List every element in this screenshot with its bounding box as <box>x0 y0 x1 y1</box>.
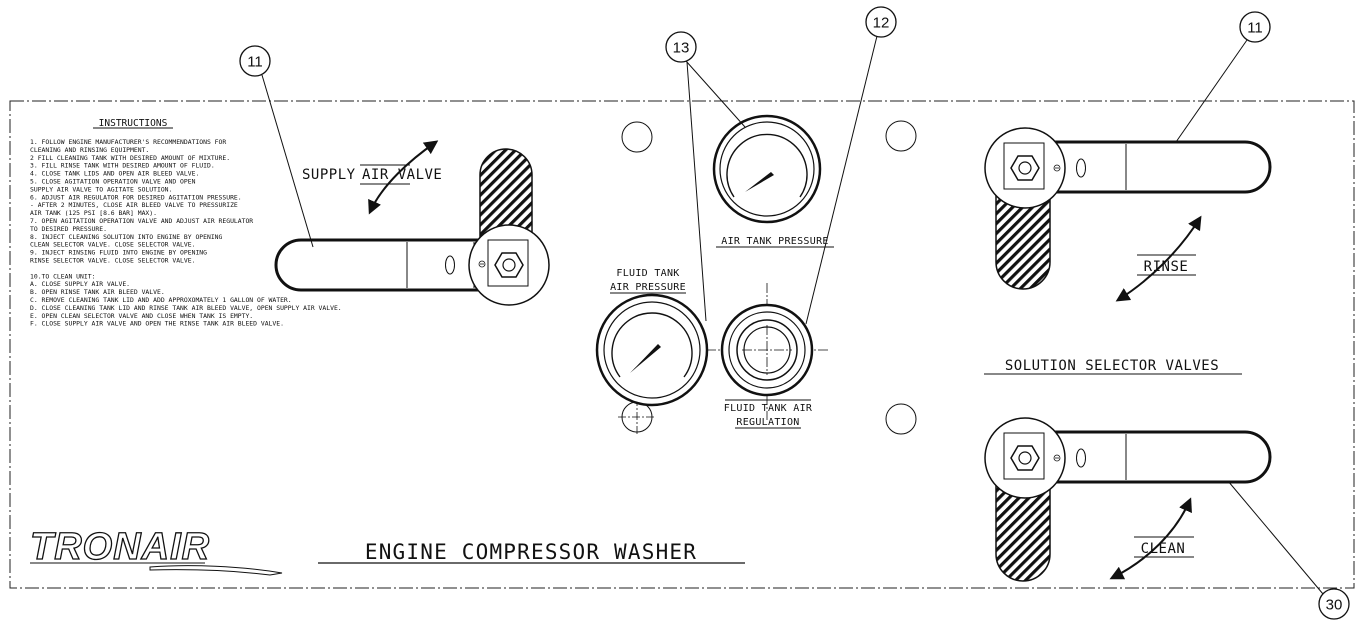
rinse-label: RINSE <box>1144 259 1189 275</box>
supply-handle-slot <box>445 255 455 275</box>
mounting-hole <box>885 403 917 435</box>
regulator-label-line1: FLUID TANK AIR <box>724 403 813 414</box>
callout-number: 12 <box>873 15 890 32</box>
fluid-tank-label-line1: FLUID TANK <box>616 268 679 279</box>
tronair-logo: TRONAIR <box>29 525 283 576</box>
instruction-line: AIR TANK (125 PSI [8.6 BAR] MAX). <box>30 209 157 217</box>
instruction-line: 1. FOLLOW ENGINE MANUFACTURER'S RECOMMEN… <box>30 138 226 146</box>
fluid-tank-air-regulator: FLUID TANK AIR REGULATION <box>706 283 830 429</box>
instruction-line: 6. ADJUST AIR REGULATOR FOR DESIRED AGIT… <box>30 193 242 201</box>
instruction-line: E. OPEN CLEAN SELECTOR VALVE AND CLOSE W… <box>30 312 253 320</box>
callout-number: 11 <box>247 54 263 71</box>
rinse-selector-valve-assembly: RINSE <box>984 127 1272 302</box>
mounting-hole <box>621 121 653 153</box>
instruction-line: F. CLOSE SUPPLY AIR VALVE AND OPEN THE R… <box>30 320 284 328</box>
clean-label: CLEAN <box>1141 541 1186 557</box>
panel-outline <box>9 100 1355 589</box>
instruction-line: 10.TO CLEAN UNIT: <box>30 272 95 280</box>
instruction-line: 7. OPEN AGITATION OPERATION VALVE AND AD… <box>30 217 253 225</box>
instruction-line: SUPPLY AIR VALVE TO AGITATE SOLUTION. <box>30 185 172 193</box>
instruction-line: D. CLOSE CLEANING TANK LID AND RINSE TAN… <box>30 304 342 312</box>
panel-title: ENGINE COMPRESSOR WASHER <box>365 540 697 564</box>
clean-handle-slot <box>1076 448 1086 468</box>
instruction-line: 9. INJECT RINSING FLUID INTO ENGINE BY O… <box>30 249 207 257</box>
instruction-line: 8. INJECT CLEANING SOLUTION INTO ENGINE … <box>30 233 223 241</box>
instruction-line: 4. CLOSE TANK LIDS AND OPEN AIR BLEED VA… <box>30 170 199 178</box>
instruction-line: CLEANING AND RINSING EQUIPMENT. <box>30 146 149 154</box>
solution-selector-valves-label: SOLUTION SELECTOR VALVES <box>1005 358 1219 374</box>
rinse-rotation-arrow <box>1115 215 1202 302</box>
air-tank-pressure-gauge: AIR TANK PRESSURE <box>712 114 834 248</box>
regulator-label-line2: REGULATION <box>736 417 799 428</box>
callout-number: 30 <box>1326 597 1343 614</box>
tronair-logo-text: TRONAIR <box>30 526 210 568</box>
callout-clean-handle: 30 <box>1227 480 1350 620</box>
instructions-heading: INSTRUCTIONS <box>99 118 168 129</box>
instruction-line: B. OPEN RINSE TANK AIR BLEED VALVE. <box>30 288 165 296</box>
air-tank-pressure-label: AIR TANK PRESSURE <box>721 236 828 247</box>
callout-regulator: 12 <box>805 6 897 325</box>
callout-number: 13 <box>673 40 690 57</box>
instruction-line: C. REMOVE CLEANING TANK LID AND ADD APPR… <box>30 296 292 304</box>
instruction-line: 5. CLOSE AGITATION OPERATION VALVE AND O… <box>30 178 196 186</box>
supply-label-prefix: SUPPLY <box>302 167 356 183</box>
instructions-block: INSTRUCTIONS 1. FOLLOW ENGINE MANUFACTUR… <box>30 118 342 328</box>
instruction-line: - AFTER 2 MINUTES, CLOSE AIR BLEED VALVE… <box>30 201 238 209</box>
clean-hatched-stop <box>995 469 1051 582</box>
instruction-line: 3. FILL RINSE TANK WITH DESIRED AMOUNT O… <box>30 162 215 170</box>
callout-supply-handle: 11 <box>239 45 314 248</box>
clean-selector-valve-assembly: CLEAN <box>984 417 1272 582</box>
fluid-tank-label-line2: AIR PRESSURE <box>610 282 686 293</box>
callout-number: 11 <box>1247 20 1263 37</box>
supply-rotation-arrow <box>368 140 439 215</box>
clean-rotation-arrow <box>1109 497 1192 580</box>
mounting-hole <box>885 120 917 152</box>
callout-rinse-handle: 11 <box>1175 11 1271 143</box>
callout-gauges: 13 <box>665 31 746 322</box>
instruction-line: 2 FILL CLEANING TANK WITH DESIRED AMOUNT… <box>30 154 230 162</box>
supply-air-valve-assembly: SUPPLY AIR VALVE <box>274 140 550 306</box>
instructions-lines: 1. FOLLOW ENGINE MANUFACTURER'S RECOMMEN… <box>30 138 342 328</box>
rinse-handle-slot <box>1076 158 1086 178</box>
instruction-line: RINSE SELECTOR VALVE. CLOSE SELECTOR VAL… <box>30 257 195 265</box>
instruction-line: CLEAN SELECTOR VALVE. CLOSE SELECTOR VAL… <box>30 241 195 249</box>
instruction-line: A. CLOSE SUPPLY AIR VALVE. <box>30 280 130 288</box>
instruction-line: TO DESIRED PRESSURE. <box>30 225 107 233</box>
fluid-tank-air-pressure-gauge: FLUID TANK AIR PRESSURE <box>595 268 709 407</box>
